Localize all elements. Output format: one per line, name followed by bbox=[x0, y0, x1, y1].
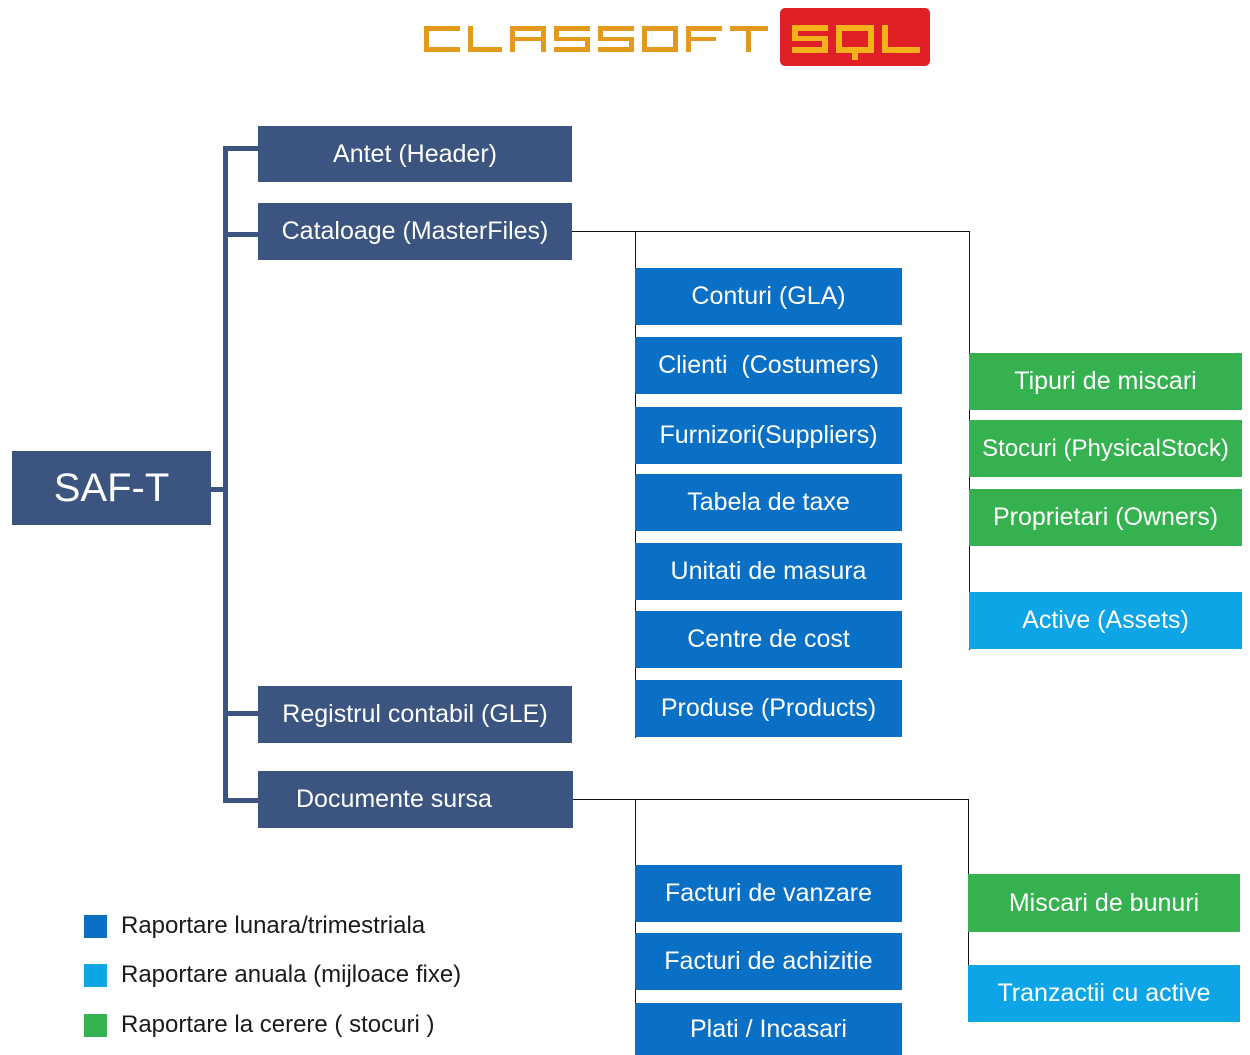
masterfiles-item-label: Conturi (GLA) bbox=[691, 282, 846, 310]
masterfiles-item: Unitati de masura bbox=[635, 543, 902, 600]
source-docs-item-label: Plati / Incasari bbox=[689, 1014, 847, 1043]
masterfiles-item: Furnizori(Suppliers) bbox=[635, 407, 902, 464]
masterfiles-right-label: Stocuri (PhysicalStock) bbox=[982, 434, 1229, 462]
legend-label: Raportare lunara/trimestriala bbox=[121, 912, 426, 939]
masterfiles-item: Clienti (Costumers) bbox=[635, 337, 902, 394]
masterfiles-item-label: Furnizori(Suppliers) bbox=[659, 421, 878, 449]
root-node-saft: SAF-T bbox=[12, 451, 211, 525]
masterfiles-item: Conturi (GLA) bbox=[635, 268, 902, 325]
section-header: Antet (Header) bbox=[258, 126, 572, 182]
masterfiles-right-item: Stocuri (PhysicalStock) bbox=[969, 420, 1242, 477]
source-docs-right-label: Miscari de bunuri bbox=[1008, 888, 1200, 917]
source-docs-right-label: Tranzactii cu active bbox=[997, 979, 1211, 1007]
source-docs-right-item: Tranzactii cu active bbox=[968, 965, 1240, 1022]
section-source-docs-label: Documente sursa bbox=[296, 785, 492, 813]
masterfiles-right-item: Active (Assets) bbox=[969, 592, 1242, 649]
masterfiles-item-label: Tabela de taxe bbox=[687, 488, 850, 516]
masterfiles-right-label: Tipuri de miscari bbox=[1014, 367, 1197, 395]
source-docs-item-label: Facturi de achizitie bbox=[664, 947, 873, 975]
legend-label: Raportare anuala (mijloace fixe) bbox=[121, 961, 462, 988]
sql-badge bbox=[780, 8, 930, 66]
source-docs-right-item: Miscari de bunuri bbox=[968, 874, 1240, 932]
masterfiles-item-label: Unitati de masura bbox=[670, 557, 867, 585]
masterfiles-item-label: Clienti (Costumers) bbox=[658, 351, 879, 379]
legend-item-annual: Raportare anuala (mijloace fixe) bbox=[84, 961, 461, 989]
branch-gle bbox=[223, 711, 258, 716]
source-docs-connector-v1 bbox=[635, 799, 636, 1055]
source-docs-item-label: Facturi de vanzare bbox=[664, 879, 873, 907]
source-docs-item: Facturi de achizitie bbox=[635, 933, 902, 990]
section-masterfiles-label: Cataloage (MasterFiles) bbox=[281, 217, 549, 245]
section-source-docs: Documente sursa bbox=[258, 771, 573, 828]
section-gle-label: Registrul contabil (GLE) bbox=[282, 700, 548, 728]
masterfiles-right-label: Proprietari (Owners) bbox=[992, 503, 1219, 531]
legend-label: Raportare la cerere ( stocuri ) bbox=[121, 1011, 435, 1038]
section-gle: Registrul contabil (GLE) bbox=[258, 686, 572, 743]
branch-header bbox=[223, 146, 258, 151]
masterfiles-item: Produse (Products) bbox=[635, 680, 902, 737]
masterfiles-item: Centre de cost bbox=[635, 611, 902, 668]
legend-item-on-demand: Raportare la cerere ( stocuri ) bbox=[84, 1011, 434, 1039]
masterfiles-right-item: Tipuri de miscari bbox=[969, 353, 1242, 410]
classoft-wordmark bbox=[424, 26, 768, 52]
source-docs-item: Facturi de vanzare bbox=[635, 865, 902, 922]
masterfiles-connector-h bbox=[572, 231, 970, 232]
branch-source-docs bbox=[223, 798, 258, 803]
legend-swatch-cyan bbox=[84, 963, 107, 987]
source-docs-connector-h bbox=[573, 799, 969, 800]
source-docs-item: Plati / Incasari bbox=[635, 1003, 902, 1055]
root-connector-horizontal bbox=[210, 487, 225, 492]
classoft-sql-logo bbox=[424, 8, 930, 66]
section-header-label: Antet (Header) bbox=[333, 139, 497, 168]
root-node-label: SAF-T bbox=[53, 465, 170, 510]
legend-item-monthly: Raportare lunara/trimestriala bbox=[84, 912, 425, 940]
section-masterfiles: Cataloage (MasterFiles) bbox=[258, 203, 572, 260]
masterfiles-item-label: Produse (Products) bbox=[660, 694, 877, 722]
masterfiles-item-label: Centre de cost bbox=[687, 625, 850, 653]
masterfiles-right-label: Active (Assets) bbox=[1022, 606, 1189, 634]
masterfiles-item: Tabela de taxe bbox=[635, 474, 902, 531]
trunk-vertical-line bbox=[223, 146, 228, 803]
branch-masterfiles bbox=[223, 232, 258, 237]
masterfiles-right-item: Proprietari (Owners) bbox=[969, 489, 1242, 546]
legend-swatch-blue bbox=[84, 914, 107, 938]
legend-swatch-green bbox=[84, 1013, 107, 1037]
